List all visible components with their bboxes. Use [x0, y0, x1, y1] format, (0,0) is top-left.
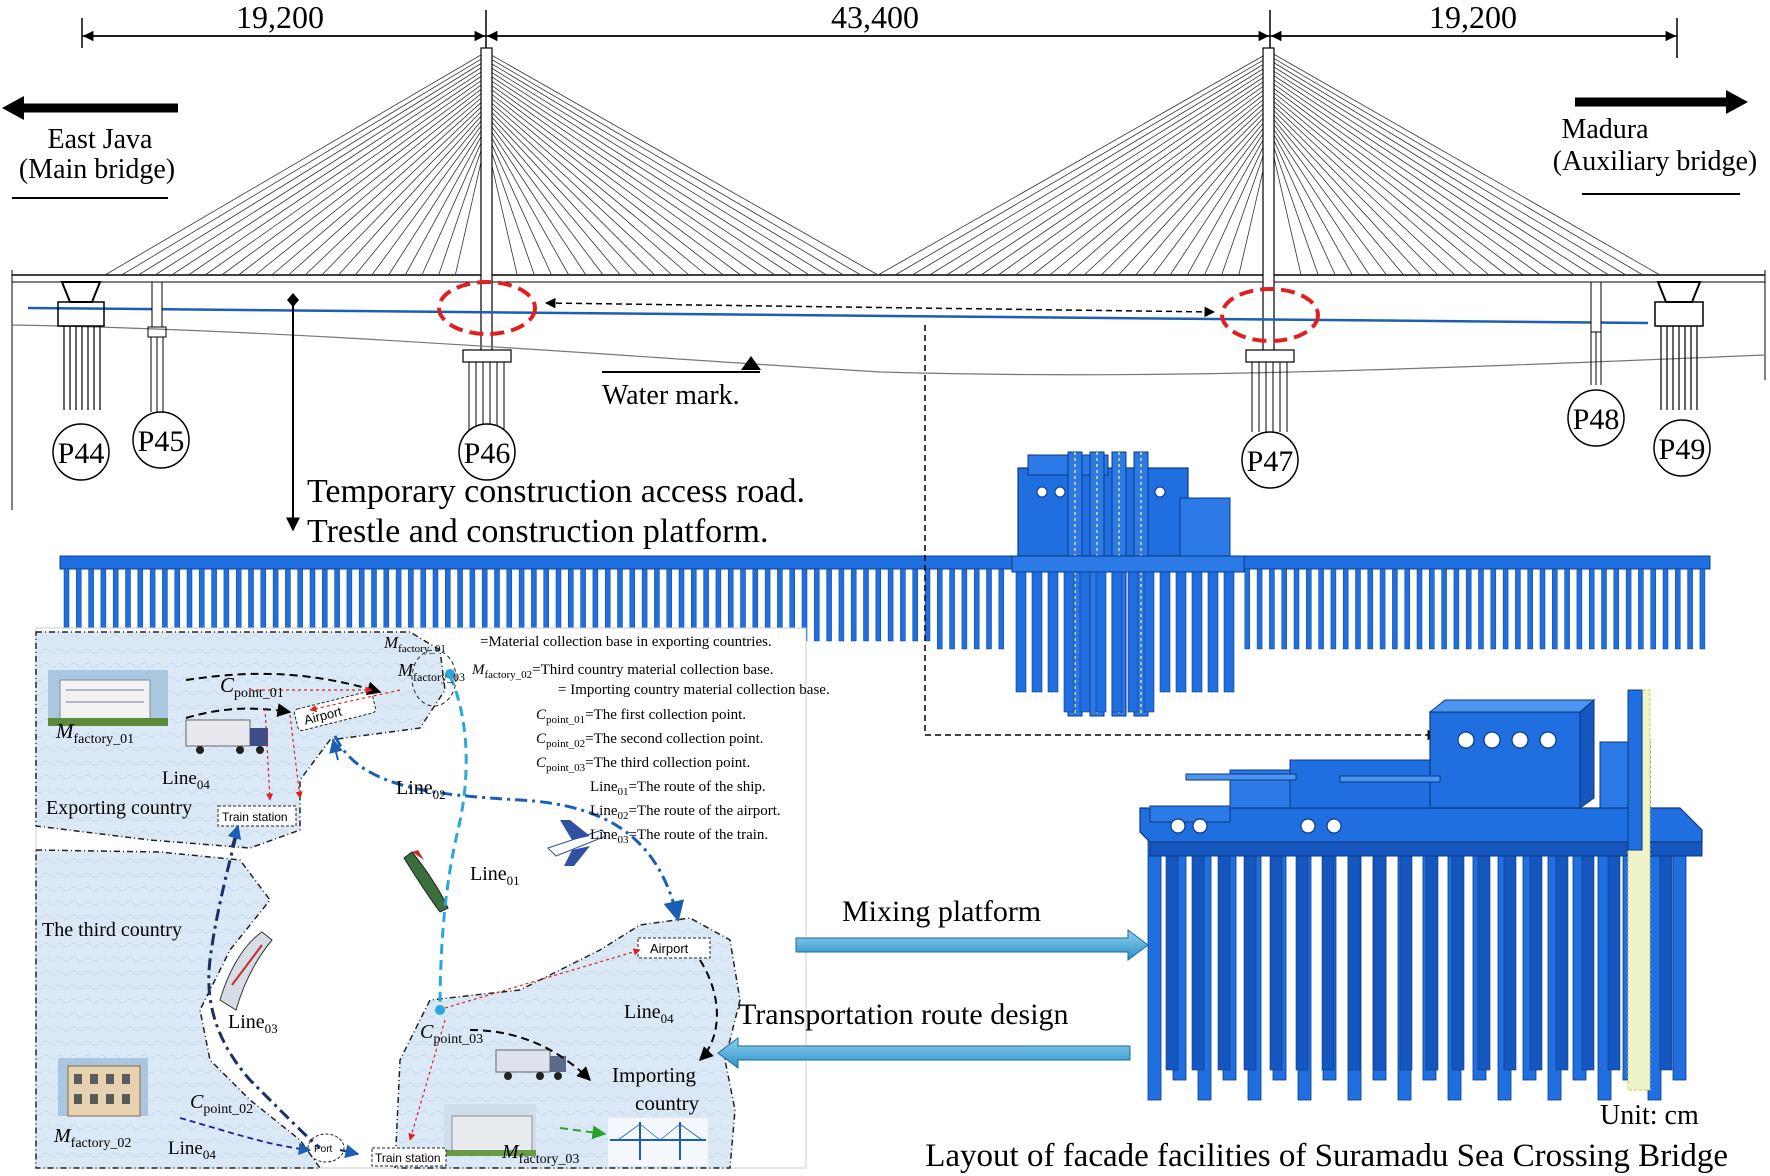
- port-label: Port: [314, 1144, 333, 1155]
- map-legend: =Material collection base in exporting c…: [471, 634, 830, 846]
- legend-m2: Mfactory_02=Third country material colle…: [471, 662, 773, 681]
- m-factory-03-port-label: Mfactory_03: [397, 660, 465, 684]
- trestle-structure: [59, 555, 1711, 650]
- line-04-import-label: Line04: [624, 1001, 674, 1026]
- legend-l2: Line02=The route of the airport.: [590, 803, 781, 822]
- truck-icon-import: [495, 1049, 566, 1080]
- third-country-label: The third country: [42, 919, 182, 941]
- factory-building-03: [444, 1104, 536, 1156]
- mixing-platform-model: [1139, 689, 1703, 1101]
- svg-text:P44: P44: [58, 437, 105, 470]
- m-factory-01-top-label: Mfactory_01: [383, 633, 446, 655]
- dimension-center: 43,400: [831, 0, 919, 35]
- dimension-line: [81, 10, 1678, 58]
- pier-p48: P48: [1567, 389, 1625, 447]
- line-02-label: Line02: [396, 777, 446, 802]
- east-java-direction: East Java (Main bridge): [2, 96, 178, 199]
- line-04-third-label: Line04: [168, 1138, 216, 1162]
- auxiliary-bridge-label: (Auxiliary bridge): [1553, 146, 1758, 177]
- train-station-label-import: Train station: [375, 1151, 441, 1165]
- mixing-platform-arrow: [795, 929, 1149, 961]
- dimension-left: 19,200: [236, 0, 324, 35]
- legend-m1: =Material collection base in exporting c…: [480, 634, 772, 650]
- main-bridge-label: (Main bridge): [19, 154, 175, 185]
- factory-building-02: [58, 1058, 148, 1117]
- pier-p49: P49: [1653, 419, 1711, 477]
- dimension-right: 19,200: [1429, 0, 1517, 35]
- east-java-label: East Java: [48, 124, 154, 155]
- legend-c1: Cpoint_01=The first collection point.: [536, 707, 746, 726]
- c-point-03-label: Cpoint_03: [420, 1021, 483, 1047]
- line-01-label: Line01: [470, 863, 520, 888]
- svg-text:P48: P48: [1573, 403, 1620, 436]
- pier-p46: P46: [458, 423, 516, 481]
- legend-l3: Line03=The route of the train.: [590, 827, 768, 846]
- svg-text:P45: P45: [138, 425, 185, 458]
- legend-c3: Cpoint_03=The third collection point.: [536, 755, 750, 774]
- svg-text:P47: P47: [1247, 445, 1294, 478]
- train-icon: [219, 931, 273, 1011]
- water-mark-label: Water mark.: [602, 380, 740, 411]
- bridge-thumbnail: [608, 1118, 708, 1166]
- m-factory-03-label: Mfactory_03: [501, 1141, 579, 1167]
- trestle-label: Trestle and construction platform.: [307, 513, 768, 550]
- importing-country-label-2: country: [635, 1091, 700, 1115]
- svg-text:P46: P46: [464, 437, 511, 470]
- svg-text:P49: P49: [1659, 433, 1706, 466]
- pier-p47: P47: [1241, 431, 1299, 489]
- m-factory-01-label: Mfactory_01: [55, 719, 134, 747]
- pier-p44: P44: [52, 423, 110, 481]
- c-point-02-label: Cpoint_02: [190, 1091, 253, 1117]
- m-factory-02-label: Mfactory_02: [53, 1125, 131, 1151]
- exporting-country-label: Exporting country: [46, 797, 192, 819]
- legend-m3: = Importing country material collection …: [558, 682, 830, 698]
- madura-label: Madura: [1561, 114, 1649, 145]
- madura-direction: Madura (Auxiliary bridge): [1553, 90, 1758, 195]
- factory-building-01: [48, 670, 168, 726]
- transport-map: Airport Train station Airport Train stat…: [35, 627, 830, 1169]
- legend-c2: Cpoint_02=The second collection point.: [536, 731, 764, 750]
- legend-l1: Line01=The route of the ship.: [590, 779, 766, 798]
- pier-p45: P45: [132, 411, 190, 469]
- bridge-elevation: [11, 47, 1766, 532]
- airplane-icon: [547, 820, 607, 866]
- importing-country-label-1: Importing: [612, 1063, 696, 1087]
- figure-caption: Layout of facade facilities of Suramadu …: [925, 1138, 1728, 1174]
- line-03-label: Line03: [228, 1011, 278, 1036]
- transport-design-label: Transportation route design: [738, 998, 1069, 1031]
- mixing-platform-label: Mixing platform: [842, 895, 1041, 928]
- transport-design-arrow: [717, 1037, 1131, 1069]
- unit-label: Unit: cm: [1600, 1100, 1699, 1131]
- ship-icon: [403, 850, 449, 913]
- truck-icon: [185, 719, 268, 754]
- airport-label-import: Airport: [650, 941, 689, 956]
- access-road-label: Temporary construction access road.: [307, 473, 805, 510]
- train-station-label-export: Train station: [222, 810, 288, 824]
- construction-platform-model: [1011, 451, 1245, 717]
- line-04-export-label: Line04: [162, 768, 210, 792]
- c-point-01-label: Cpoint_01: [220, 673, 284, 701]
